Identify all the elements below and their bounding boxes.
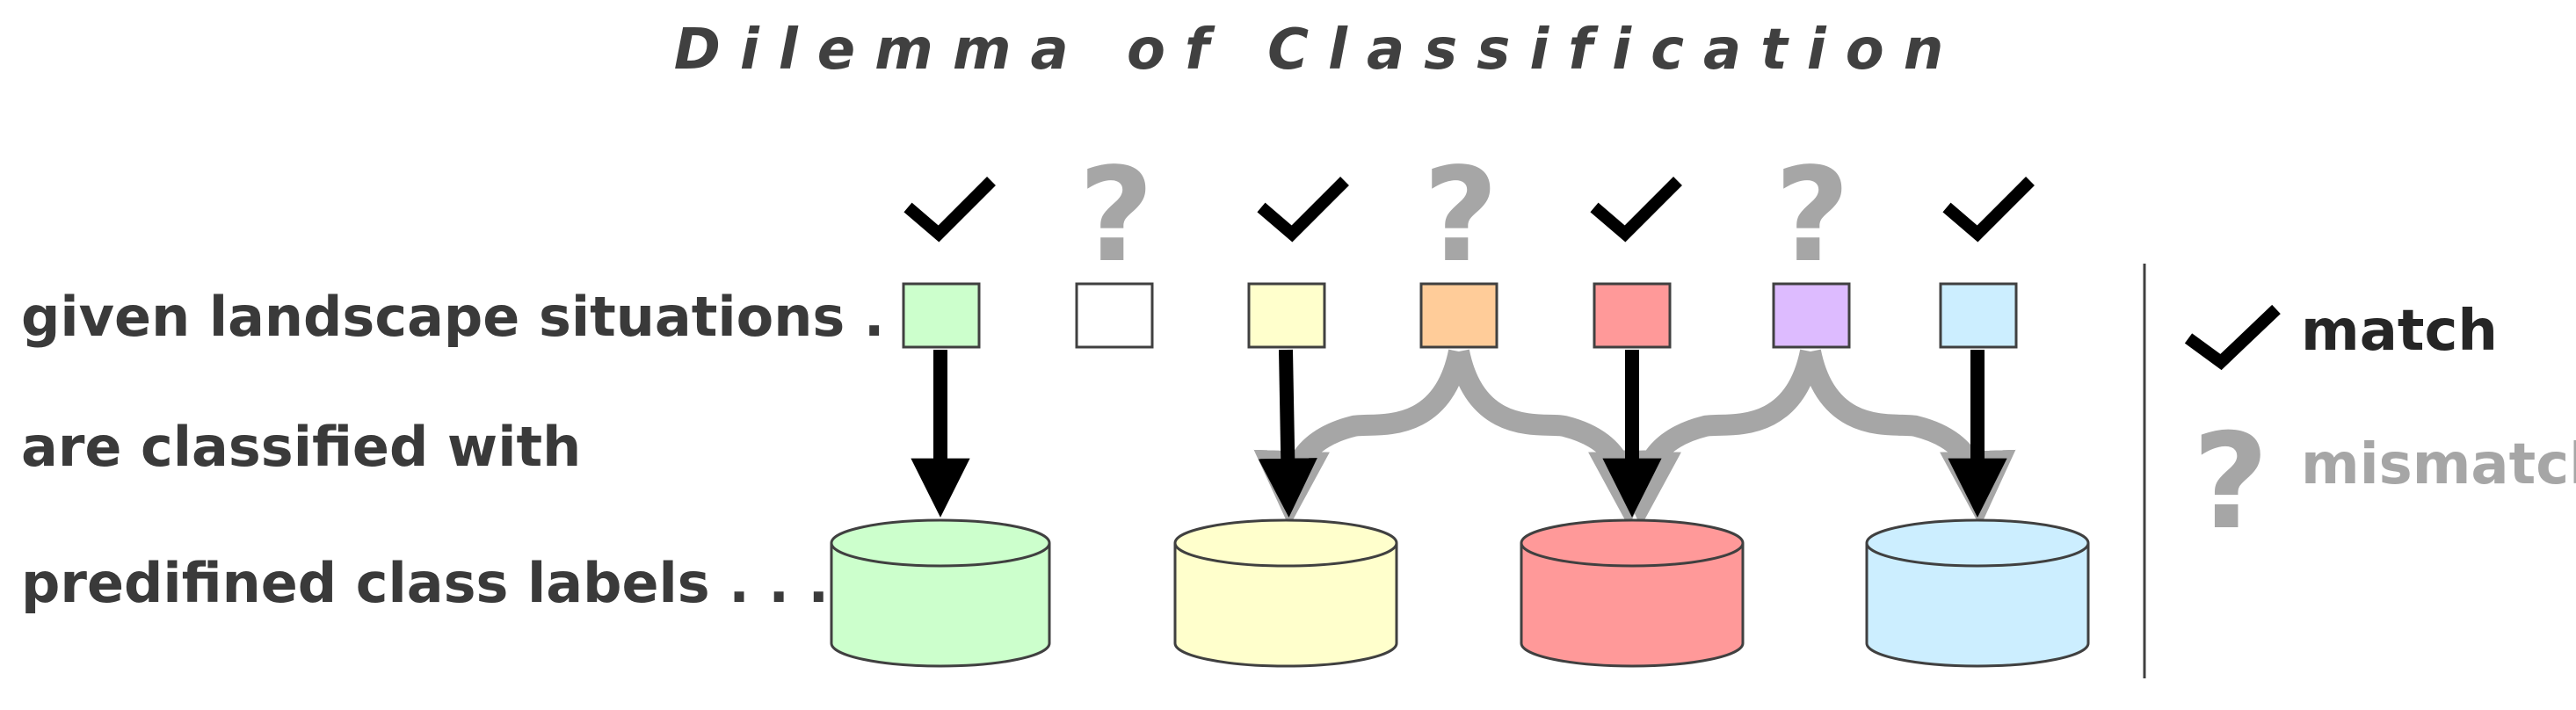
mismatch-arrow	[1800, 349, 2016, 527]
match-arrow	[1258, 349, 1317, 518]
situation-box	[1419, 282, 1498, 349]
check-icon	[1590, 177, 1682, 243]
situation-box	[1075, 282, 1154, 349]
mismatch-arrow	[1605, 349, 1821, 527]
diagram-title: Dilemma of Classification	[674, 18, 1963, 83]
check-icon	[1257, 177, 1349, 243]
legend-match-label: match	[2301, 299, 2498, 364]
status-symbols: ? ? ?	[903, 140, 2035, 291]
row-label-situations: given landscape situations . . .	[21, 285, 964, 349]
class-label-cylinders	[830, 518, 2090, 668]
class-cylinder	[1520, 518, 1745, 668]
mismatch-arrow	[1448, 349, 1665, 527]
situation-box	[1772, 282, 1851, 349]
mismatch-arrows	[1253, 349, 2016, 527]
situation-box	[902, 282, 981, 349]
class-cylinder	[1865, 518, 2090, 668]
check-icon	[1942, 177, 2035, 243]
legend-check-icon	[2184, 304, 2281, 371]
question-mark-icon: ?	[1078, 140, 1154, 291]
legend: match ? mismatch	[2184, 299, 2576, 559]
situation-box	[1939, 282, 2018, 349]
row-label-class-labels: predifined class labels . . .	[21, 551, 829, 615]
question-mark-icon: ?	[1774, 140, 1850, 291]
situation-box	[1593, 282, 1672, 349]
legend-mismatch-label: mismatch	[2301, 432, 2576, 497]
class-cylinder	[1173, 518, 1398, 668]
check-icon	[903, 177, 996, 243]
situation-boxes	[902, 282, 2018, 349]
legend-question-mark-icon: ?	[2192, 406, 2268, 559]
match-arrows	[911, 349, 2007, 518]
class-cylinder	[830, 518, 1051, 668]
mismatch-arrow	[1253, 349, 1469, 527]
question-mark-icon: ?	[1423, 140, 1498, 291]
situation-box	[1247, 282, 1326, 349]
row-label-classified: are classified with	[21, 415, 581, 479]
